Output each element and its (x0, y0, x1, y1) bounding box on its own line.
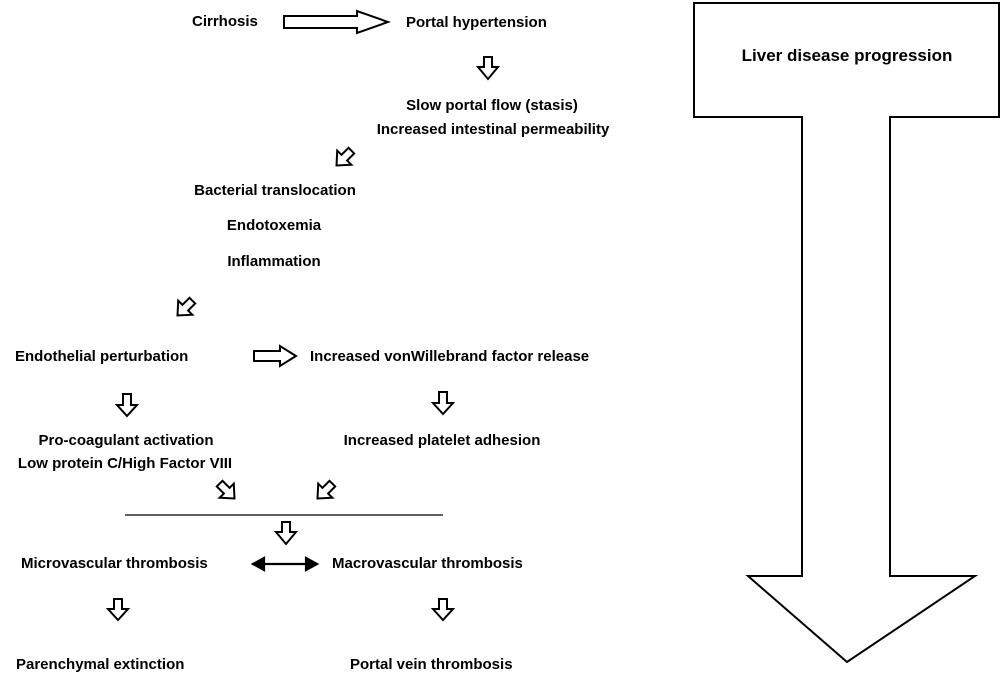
progression-arrow (693, 2, 1000, 664)
arrow-portal-hypertension-down (475, 56, 501, 81)
node-protein-c-factor-viii: Low protein C/High Factor VIII (17, 455, 233, 472)
arrow-cirrhosis-to-portal-hypertension (283, 9, 391, 35)
node-platelet-adhesion: Increased platelet adhesion (343, 432, 541, 449)
arrow-endothelial-down (114, 393, 140, 418)
arrow-to-endothelial-perturbation (176, 296, 197, 317)
node-endothelial-perturbation: Endothelial perturbation (15, 348, 189, 365)
node-macrovascular-thrombosis: Macrovascular thrombosis (332, 555, 523, 572)
bidirectional-arrow (250, 556, 320, 572)
node-inflammation: Inflammation (227, 253, 321, 270)
progression-label: Liver disease progression (741, 46, 953, 65)
arrow-macrovascular-down (430, 598, 456, 622)
node-cirrhosis: Cirrhosis (192, 13, 258, 30)
arrow-to-bacterial-translocation (335, 146, 356, 167)
node-portal-vein-thrombosis: Portal vein thrombosis (350, 656, 513, 673)
node-endotoxemia: Endotoxemia (226, 217, 322, 234)
arrow-convergence-down (273, 521, 299, 546)
node-portal-hypertension: Portal hypertension (406, 14, 547, 31)
arrow-procoagulant-to-convergence (215, 479, 236, 500)
arrow-endothelial-to-vwf (253, 344, 298, 368)
arrow-microvascular-down (105, 598, 131, 622)
node-slow-portal-flow: Slow portal flow (stasis) (406, 97, 578, 114)
node-vwf-release: Increased vonWillebrand factor release (310, 348, 590, 365)
arrow-platelet-to-convergence (316, 479, 337, 500)
node-bacterial-translocation: Bacterial translocation (194, 182, 356, 199)
node-procoagulant-activation: Pro-coagulant activation (38, 432, 214, 449)
node-microvascular-thrombosis: Microvascular thrombosis (21, 555, 208, 572)
arrow-vwf-down (430, 391, 456, 416)
node-parenchymal-extinction: Parenchymal extinction (16, 656, 185, 673)
node-intestinal-permeability: Increased intestinal permeability (376, 121, 610, 138)
